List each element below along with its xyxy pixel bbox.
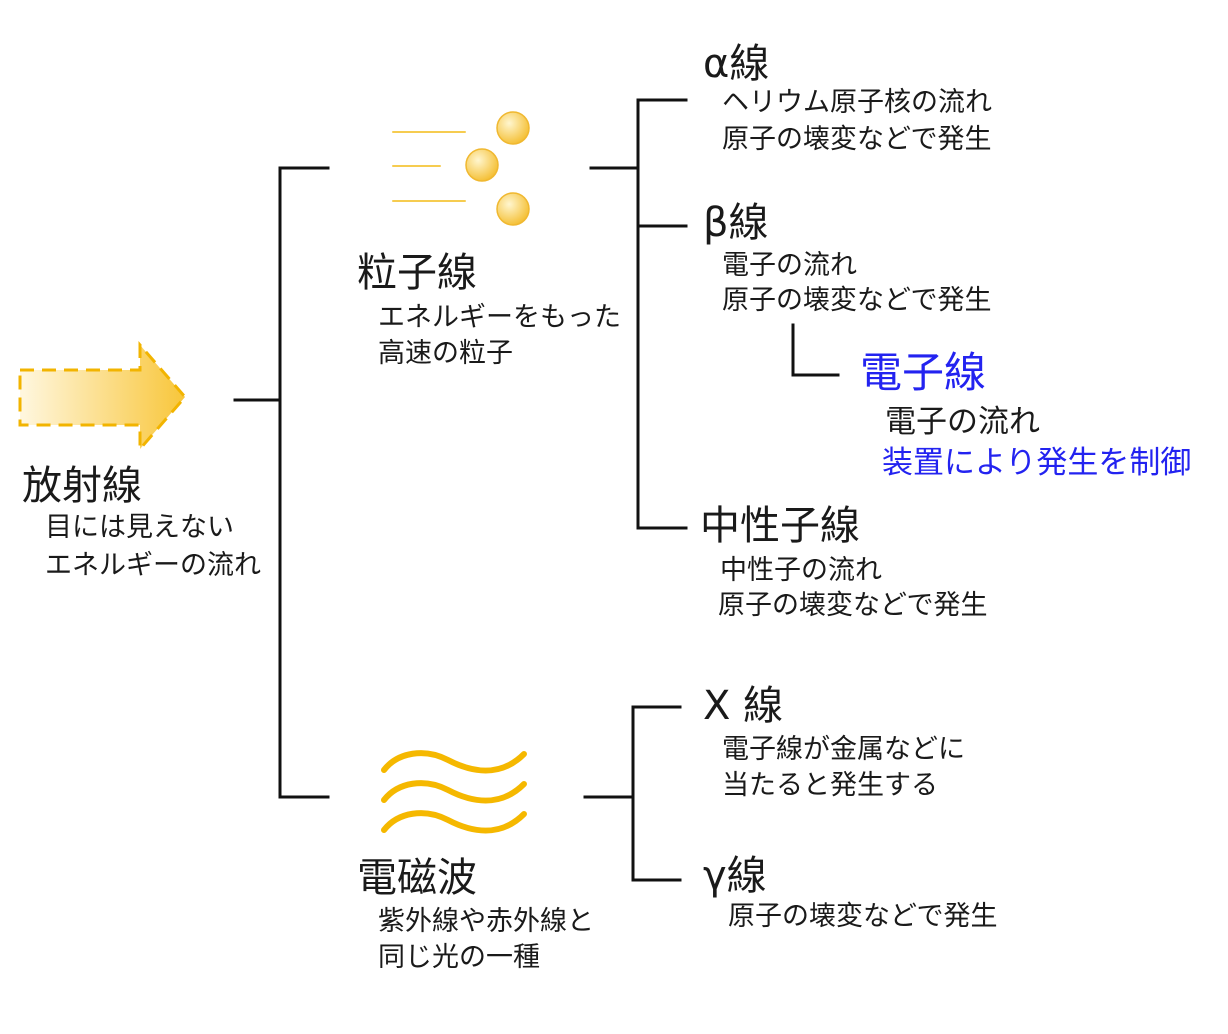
xray-desc-line: 当たると発生する — [722, 770, 938, 801]
beta-ray-desc-line: 電子の流れ — [722, 250, 857, 281]
wave-line — [381, 750, 527, 774]
particle-circle — [465, 148, 499, 182]
particle-beam-desc-line: エネルギーをもった — [378, 302, 621, 333]
wave-icon — [381, 750, 527, 834]
alpha-ray-desc-line: 原子の壊変などで発生 — [722, 124, 992, 155]
connector-lines — [233, 98, 840, 882]
neutron-ray-desc-line: 中性子の流れ — [720, 555, 882, 586]
electromagnetic-wave-desc-line: 紫外線や赤外線と — [378, 906, 594, 937]
wave-line — [381, 810, 527, 834]
particle-circle — [496, 192, 530, 226]
electron-beam-desc-highlight: 装置により発生を制御 — [882, 445, 1192, 481]
particle-circle — [496, 111, 530, 145]
xray-desc-line: 電子線が金属などに — [722, 734, 965, 765]
electron-beam-title: 電子線 — [860, 348, 987, 397]
neutron-ray-title: 中性子線 — [700, 503, 860, 549]
arrow-icon — [18, 340, 187, 454]
particle-beam-title: 粒子線 — [357, 250, 477, 296]
particle-beam-desc-line: 高速の粒子 — [378, 338, 513, 369]
wave-line — [381, 780, 527, 804]
electromagnetic-wave-desc-line: 同じ光の一種 — [378, 942, 540, 973]
alpha-ray-title: α線 — [703, 41, 770, 87]
gamma-ray-title: γ線 — [703, 853, 767, 899]
radiation-desc-line: 目には見えない — [45, 512, 234, 543]
xray-title: X 線 — [703, 683, 784, 729]
radiation-desc-line: エネルギーの流れ — [45, 550, 261, 581]
neutron-ray-desc-line: 原子の壊変などで発生 — [718, 590, 988, 621]
beta-ray-desc-line: 原子の壊変などで発生 — [722, 285, 992, 316]
electromagnetic-wave-title: 電磁波 — [357, 855, 477, 901]
radiation-title: 放射線 — [22, 463, 142, 509]
gamma-ray-desc-line: 原子の壊変などで発生 — [728, 901, 998, 932]
beta-ray-title: β線 — [703, 200, 769, 246]
alpha-ray-desc-line: ヘリウム原子核の流れ — [722, 87, 992, 118]
electron-beam-desc-line: 電子の流れ — [885, 404, 1040, 440]
particle-beam-icon — [392, 111, 530, 226]
